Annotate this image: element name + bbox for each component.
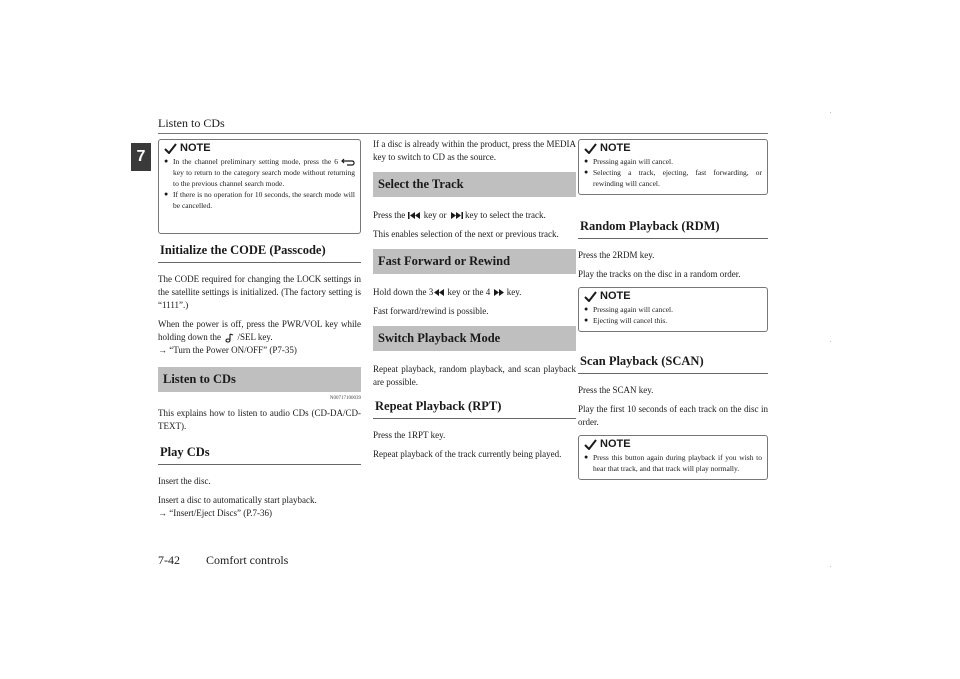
paragraph: Press the 1RPT key.: [373, 430, 446, 440]
paragraph: Play the tracks on the disc in a random …: [578, 269, 741, 279]
paragraph: Play the first 10 seconds of each track …: [578, 404, 768, 427]
chapter-tab: 7: [131, 143, 151, 171]
note-item: Selecting a track, ejecting, fast forwar…: [584, 167, 762, 189]
page-header-title: Listen to CDs: [158, 116, 225, 130]
paragraph: Insert a disc to automatically start pla…: [158, 495, 317, 505]
paragraph: This explains how to listen to audio CDs…: [158, 408, 361, 431]
note-item: Pressing again will cancel.: [584, 304, 762, 315]
page-footer: 7-42 Comfort controls: [158, 553, 288, 568]
note-box: NOTE Pressing again will cancel. Selecti…: [578, 139, 768, 195]
section-heading: Switch Playback Mode: [373, 326, 576, 351]
section-heading: Play CDs: [158, 441, 361, 465]
music-note-icon: [225, 333, 234, 343]
paragraph-text: Press the: [373, 210, 406, 220]
paragraph: Press the SCAN key.: [578, 385, 654, 395]
note-item: Pressing again will cancel.: [584, 156, 762, 167]
column-1: NOTE In the channel preliminary setting …: [158, 139, 361, 526]
note-text: key to return to the category search mod…: [173, 168, 355, 188]
note-header: NOTE: [164, 142, 355, 154]
paragraph: When the power is off, press the PWR/VOL…: [158, 318, 361, 344]
note-item: In the channel preliminary setting mode,…: [164, 156, 355, 189]
paragraph-text: key.: [506, 287, 522, 297]
paragraph: The CODE required for changing the LOCK …: [158, 274, 361, 310]
note-box: NOTE In the channel preliminary setting …: [158, 139, 361, 234]
return-icon: [341, 158, 355, 166]
section-heading: Repeat Playback (RPT): [373, 395, 576, 419]
note-check-icon: [584, 142, 597, 154]
note-box: NOTE Press this button again during play…: [578, 435, 768, 480]
section-heading: Fast Forward or Rewind: [373, 249, 576, 274]
section-heading: Scan Playback (SCAN): [578, 350, 768, 374]
header-divider: [158, 133, 768, 134]
next-track-icon: [450, 212, 463, 220]
note-label: NOTE: [180, 142, 211, 154]
note-header: NOTE: [584, 438, 762, 450]
paragraph-text: When the power is off, press the PWR/VOL…: [158, 319, 361, 342]
paragraph-text: key or: [423, 210, 447, 220]
paragraph-text: key or the 4: [447, 287, 491, 297]
section-heading: Random Playback (RDM): [578, 215, 768, 239]
paragraph-text: /SEL key.: [237, 332, 273, 342]
cross-reference: → “Turn the Power ON/OFF” (P7-35): [158, 345, 297, 355]
paragraph-text: Hold down the 3: [373, 287, 434, 297]
paragraph: Press the key or key to select the track…: [373, 209, 576, 222]
paragraph-text: key to select the track.: [465, 210, 546, 220]
paragraph: Press the 2RDM key.: [578, 250, 655, 260]
note-check-icon: [584, 438, 597, 450]
note-check-icon: [164, 142, 177, 154]
section-heading: Initialize the CODE (Passcode): [158, 239, 361, 263]
note-item: If there is no operation for 10 seconds,…: [164, 189, 355, 211]
paragraph: If a disc is already within the product,…: [373, 139, 576, 162]
paragraph: Repeat playback, random playback, and sc…: [373, 364, 576, 387]
section-heading: Listen to CDs: [158, 367, 361, 392]
note-header: NOTE: [584, 142, 762, 154]
note-header: NOTE: [584, 290, 762, 302]
paragraph: Fast forward/rewind is possible.: [373, 306, 489, 316]
margin-mark: [830, 341, 831, 342]
column-2: If a disc is already within the product,…: [373, 138, 576, 467]
footer-section: Comfort controls: [206, 553, 289, 567]
column-3: NOTE Pressing again will cancel. Selecti…: [578, 139, 768, 480]
document-code: N00717100039: [329, 396, 361, 401]
section-heading: Select the Track: [373, 172, 576, 197]
paragraph: Hold down the 3 key or the 4 key.: [373, 286, 576, 299]
note-label: NOTE: [600, 290, 631, 302]
fast-forward-icon: [493, 289, 504, 297]
page-number: 7-42: [158, 553, 180, 567]
note-item: Ejecting will cancel this.: [584, 315, 762, 326]
note-text: In the channel preliminary setting mode,…: [173, 157, 338, 166]
previous-track-icon: [407, 212, 420, 220]
margin-mark: [830, 566, 831, 567]
paragraph: This enables selection of the next or pr…: [373, 229, 559, 239]
rewind-icon: [434, 289, 445, 297]
note-check-icon: [584, 290, 597, 302]
cross-reference: → “Insert/Eject Discs” (P.7-36): [158, 508, 272, 518]
note-item: Press this button again during playback …: [584, 452, 762, 474]
note-label: NOTE: [600, 438, 631, 450]
margin-mark: [830, 112, 831, 113]
note-label: NOTE: [600, 142, 631, 154]
note-box: NOTE Pressing again will cancel. Ejectin…: [578, 287, 768, 332]
paragraph: Repeat playback of the track currently b…: [373, 449, 562, 459]
paragraph: Insert the disc.: [158, 476, 211, 486]
